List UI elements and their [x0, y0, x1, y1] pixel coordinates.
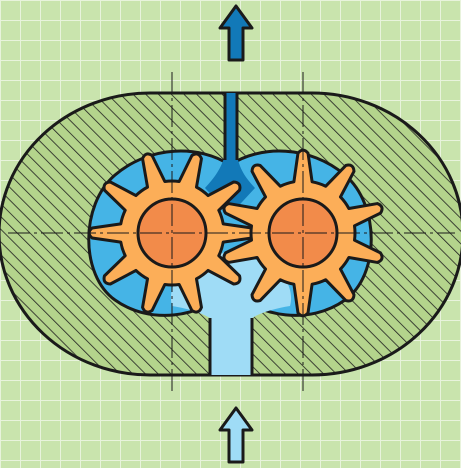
gear-pump-diagram: [0, 0, 461, 468]
diagram-canvas: [0, 0, 461, 468]
